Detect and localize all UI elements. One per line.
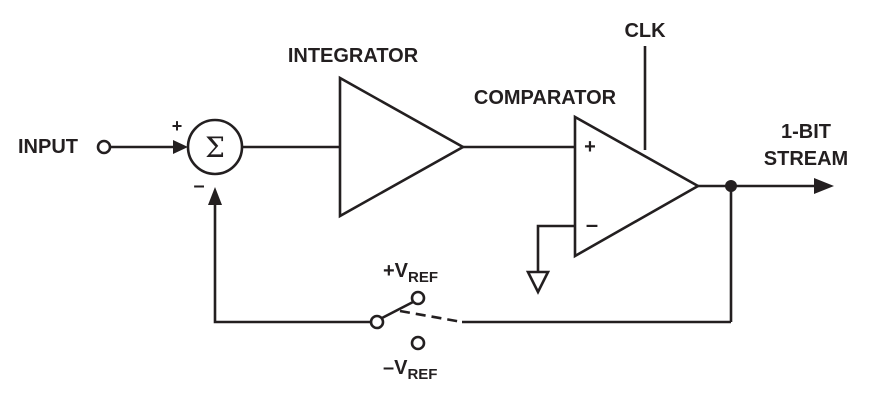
- switch-plus-vref-terminal: [410, 290, 426, 306]
- minus-vref-sign: –V: [383, 357, 408, 379]
- sigma-symbol: Σ: [205, 131, 225, 164]
- output-arrowhead: [814, 178, 834, 194]
- summer-minus-sign: –: [193, 175, 204, 197]
- plus-vref-label: +VREF: [383, 260, 438, 286]
- minus-vref-label: –VREF: [383, 357, 437, 383]
- output-label-line1: 1-BIT: [781, 121, 831, 143]
- input-label: INPUT: [18, 136, 78, 158]
- plus-vref-sign: +V: [383, 260, 409, 282]
- switch-common-terminal: [369, 314, 385, 330]
- switch-minus-vref-terminal: [410, 335, 426, 351]
- plus-vref-subscript: REF: [408, 269, 438, 286]
- ground-wire: [536, 224, 575, 272]
- switch-blade: [381, 300, 414, 320]
- ground-icon: [525, 270, 551, 295]
- minus-vref-subscript: REF: [407, 366, 437, 383]
- summer-plus-sign: +: [172, 116, 183, 136]
- comparator-plus-input: +: [584, 136, 596, 158]
- integrator-amplifier: [338, 75, 466, 219]
- comparator-minus-input: –: [586, 212, 598, 237]
- comparator-amplifier: [573, 114, 701, 259]
- feedback-left-wire: [213, 203, 371, 324]
- input-terminal: [96, 139, 112, 155]
- clk-label: CLK: [624, 20, 666, 42]
- output-label-line2: STREAM: [764, 148, 848, 170]
- integrator-label: INTEGRATOR: [288, 45, 419, 67]
- input-arrowhead: [173, 140, 188, 154]
- feedback-arrowhead: [208, 187, 222, 205]
- switch-actuator-dashed: [399, 309, 463, 324]
- comparator-label: COMPARATOR: [474, 87, 617, 109]
